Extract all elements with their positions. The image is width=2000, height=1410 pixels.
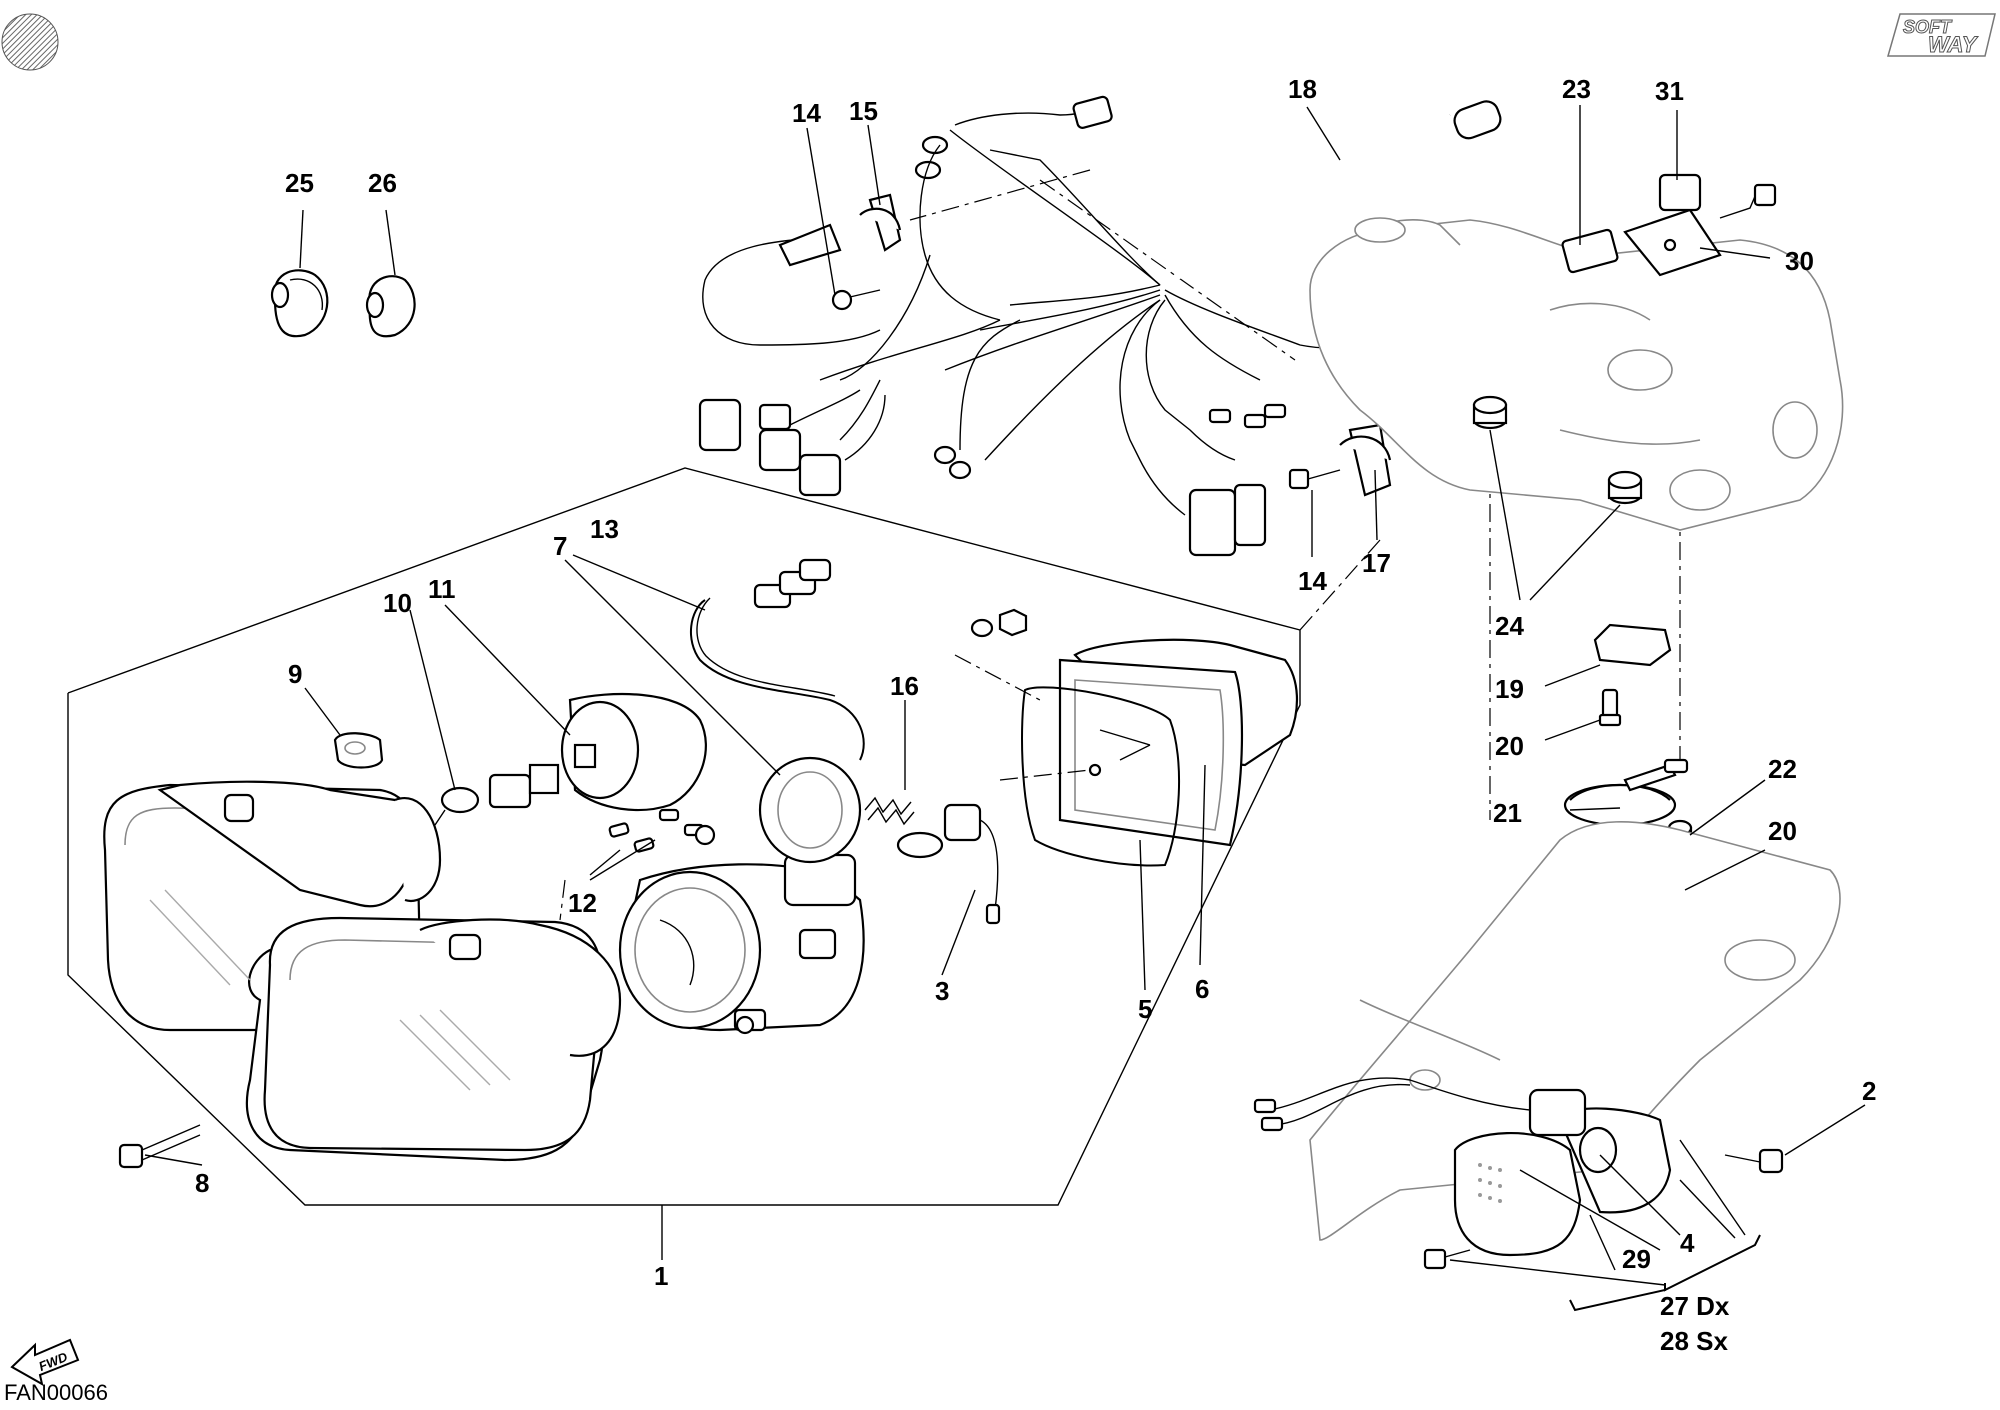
- callout-6: 6: [1195, 974, 1209, 1004]
- small-bulbs-12: [608, 808, 716, 853]
- callout-27: 27 Dx: [1660, 1291, 1730, 1321]
- screw-14-bottom: [1288, 468, 1341, 490]
- bulb-socket-11: [560, 692, 707, 812]
- instrument-cluster: [1021, 638, 1298, 867]
- callout-13: 13: [590, 514, 619, 544]
- callout-7: 7: [553, 531, 567, 561]
- brand-way: WAY: [1928, 32, 1979, 57]
- bulb-3: [896, 803, 1001, 925]
- callout-20-lower: 20: [1768, 816, 1797, 846]
- lower-fairing: [1309, 821, 1841, 1241]
- callout-10: 10: [383, 588, 412, 618]
- bracket-30: [1623, 208, 1722, 277]
- horn-21: [1563, 758, 1689, 827]
- callout-28: 28 Sx: [1660, 1326, 1728, 1356]
- brand-soft: SOFT: [1903, 17, 1953, 37]
- grommet-24a: [1472, 395, 1508, 430]
- part-31: [1658, 173, 1702, 212]
- callout-25: 25: [285, 168, 314, 198]
- diagram-code: FAN00066: [4, 1380, 108, 1405]
- callout-18: 18: [1288, 74, 1317, 104]
- callout-15: 15: [849, 96, 878, 126]
- indicator-lens-29: [1453, 1132, 1582, 1257]
- callout-31: 31: [1655, 76, 1684, 106]
- spring-16: [864, 796, 915, 826]
- callout-11: 11: [428, 574, 456, 604]
- grommet-9: [333, 732, 384, 769]
- indicator-body: [1253, 1077, 1672, 1214]
- callout-24: 24: [1495, 611, 1524, 641]
- callout-8: 8: [195, 1168, 209, 1198]
- callout-14-top: 14: [792, 98, 821, 128]
- hose-clip-25: [270, 269, 329, 338]
- callout-23: 23: [1562, 74, 1591, 104]
- callout-1: 1: [654, 1261, 668, 1291]
- projector-unit: [618, 853, 865, 1035]
- screw-30: [1719, 183, 1777, 219]
- callout-30: 30: [1785, 246, 1814, 276]
- softway-logo: SOFT WAY: [1887, 13, 1996, 58]
- callout-9: 9: [288, 659, 302, 689]
- bolt-8: [118, 1124, 201, 1169]
- callout-2: 2: [1862, 1076, 1876, 1106]
- bulb-socket-7: [758, 756, 862, 864]
- fairing-bracket: [1309, 217, 1844, 531]
- callout-21: 21: [1493, 798, 1522, 828]
- hose-clip-26: [365, 275, 416, 338]
- screw-20-upper: [1598, 688, 1622, 727]
- screw-14-top: [831, 289, 881, 311]
- headlight-housing: [103, 780, 622, 1162]
- forward-arrow-icon: FWD: [10, 1338, 80, 1386]
- screw-29: [1423, 1248, 1471, 1270]
- callout-26: 26: [368, 168, 397, 198]
- grommet-24b: [1607, 470, 1643, 505]
- bracket-19: [1593, 623, 1672, 667]
- callout-20-upper: 20: [1495, 731, 1524, 761]
- callout-4: 4: [1680, 1228, 1695, 1258]
- alignment-lines: [559, 169, 1681, 921]
- assembly-outline: [67, 467, 1301, 1245]
- clip-17: [1339, 423, 1392, 497]
- nut-washer: [970, 608, 1028, 638]
- callout-5: 5: [1138, 994, 1152, 1024]
- callout-16: 16: [890, 671, 919, 701]
- callout-3: 3: [935, 976, 949, 1006]
- clip-15: [859, 193, 902, 252]
- screw-2: [1724, 1148, 1784, 1174]
- bulb-10: [434, 763, 560, 826]
- callout-12: 12: [568, 888, 597, 918]
- callout-29: 29: [1622, 1244, 1651, 1274]
- callout-17: 17: [1362, 548, 1391, 578]
- relay-23: [1561, 228, 1619, 274]
- callout-19: 19: [1495, 674, 1524, 704]
- callout-14-bottom: 14: [1298, 566, 1327, 596]
- callout-22: 22: [1768, 754, 1797, 784]
- harness-13: [689, 558, 865, 761]
- corner-badge-icon: [1, 13, 59, 71]
- leader-lines: [144, 105, 1866, 1312]
- callout-labels: 25 26 14 15 18 23 31 30 14 17 24 19 20 2…: [195, 74, 1876, 1356]
